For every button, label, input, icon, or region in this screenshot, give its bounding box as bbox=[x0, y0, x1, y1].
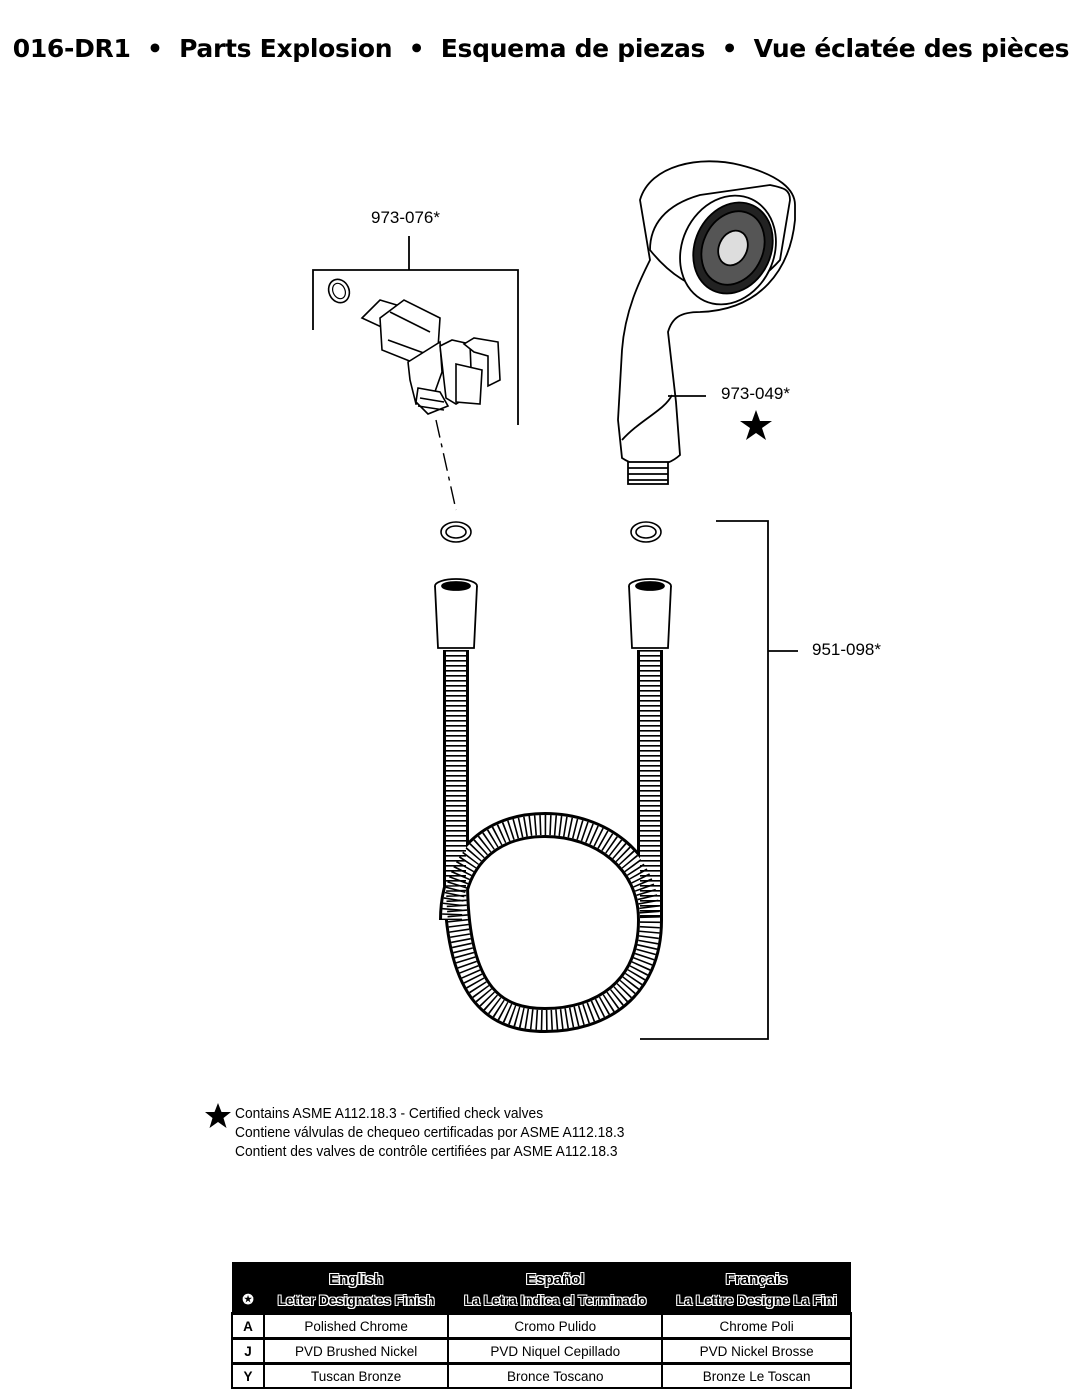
finish-table-corner bbox=[232, 1262, 264, 1288]
title-spanish: Esquema de piezas bbox=[440, 34, 706, 63]
separator: • bbox=[721, 34, 738, 63]
table-row: Y Tuscan Bronze Bronce Toscano Bronze Le… bbox=[231, 1362, 852, 1389]
subheader-french: La Lettre Designe La Fini bbox=[676, 1292, 837, 1308]
finish-table: English Español Français ✪ Letter Design… bbox=[231, 1262, 852, 1389]
subheader-spanish: La Letra Indica el Terminado bbox=[464, 1292, 647, 1308]
finish-french: Bronze Le Toscan bbox=[661, 1362, 852, 1389]
washer-left bbox=[440, 521, 472, 543]
finish-english: Polished Chrome bbox=[262, 1312, 450, 1340]
table-row: A Polished Chrome Cromo Pulido Chrome Po… bbox=[231, 1312, 852, 1340]
callout-handshower-part: 973-049* bbox=[721, 384, 791, 403]
note-spanish: Contiene válvulas de chequeo certificada… bbox=[235, 1124, 625, 1141]
finish-english: PVD Brushed Nickel bbox=[262, 1337, 450, 1365]
header-french: Français bbox=[725, 1271, 788, 1288]
hose-nut-right bbox=[628, 578, 672, 649]
finish-code: A bbox=[231, 1312, 265, 1340]
star-icon bbox=[205, 1103, 231, 1128]
star-icon bbox=[740, 410, 772, 440]
parts-diagram bbox=[312, 160, 798, 1040]
table-row: J PVD Brushed Nickel PVD Niquel Cepillad… bbox=[231, 1337, 852, 1365]
finish-english: Tuscan Bronze bbox=[262, 1362, 450, 1389]
callout-bracket-part: 973-076* bbox=[371, 208, 441, 227]
finish-spanish: Bronce Toscano bbox=[447, 1362, 664, 1389]
hose-nut-left bbox=[434, 578, 478, 649]
separator: • bbox=[146, 34, 163, 63]
washer-right bbox=[630, 521, 662, 543]
note-english: Contains ASME A112.18.3 - Certified chec… bbox=[235, 1105, 544, 1122]
finish-code: Y bbox=[231, 1362, 265, 1389]
callout-hose-part: 951-098* bbox=[812, 640, 882, 659]
subheader-english: Letter Designates Finish bbox=[277, 1292, 435, 1308]
finish-symbol-icon: ✪ bbox=[242, 1292, 254, 1307]
finish-spanish: Cromo Pulido bbox=[447, 1312, 664, 1340]
finish-french: PVD Nickel Brosse bbox=[661, 1337, 852, 1365]
finish-french: Chrome Poli bbox=[661, 1312, 852, 1340]
hose bbox=[439, 650, 664, 1034]
separator: • bbox=[408, 34, 425, 63]
finish-code: J bbox=[231, 1337, 265, 1365]
o-ring-small bbox=[327, 278, 351, 304]
title-english: Parts Explosion bbox=[179, 34, 393, 63]
handshower bbox=[617, 160, 796, 485]
wall-bracket-assembly bbox=[360, 299, 501, 415]
hose-callout-bracket bbox=[640, 520, 769, 1040]
note-french: Contient des valves de contrôle certifié… bbox=[235, 1143, 618, 1160]
bracket-callout-lines bbox=[312, 236, 519, 425]
finish-spanish: PVD Niquel Cepillado bbox=[447, 1337, 664, 1365]
header-spanish: Español bbox=[526, 1271, 585, 1288]
title-french: Vue éclatée des pièces bbox=[753, 34, 1070, 63]
assembly-line bbox=[435, 419, 457, 511]
page-title: 016-DR1 • Parts Explosion • Esquema de p… bbox=[0, 34, 1082, 63]
model-number: 016-DR1 bbox=[12, 34, 131, 63]
header-english: English bbox=[329, 1271, 384, 1288]
